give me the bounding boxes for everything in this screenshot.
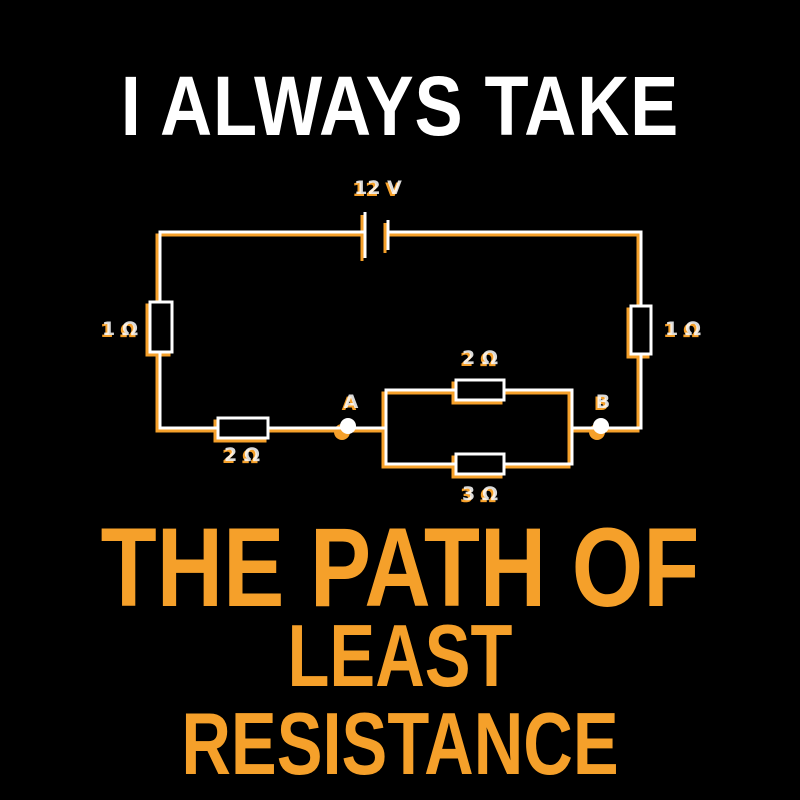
headline-bottom-line2: LEAST RESISTANCE [181,606,619,793]
parallel-bottom-label-highlight: 3 Ω [462,483,498,505]
series-resistor-label-highlight: 2 Ω [224,444,260,466]
node-b-label: B [594,393,608,415]
right-resistor-label-highlight: 1 Ω [665,318,701,340]
resistor-parallel-top [454,378,506,402]
headline-bottom-line1: THE PATH OF [100,505,700,630]
battery-label-shadow: 12 V [352,179,400,201]
resistor-right [629,304,653,356]
node-a-dot [340,418,356,434]
left-resistor-label-highlight: 1 Ω [102,318,138,340]
circuit-wires [148,212,653,476]
right-resistor-label: 1 Ω [663,320,699,342]
parallel-bottom-label: 3 Ω [460,485,496,507]
series-resistor-label: 2 Ω [222,446,258,468]
headline-top: I ALWAYS TAKE [120,59,680,153]
node-a-label: A [342,393,357,415]
node-b-dot [593,418,609,434]
parallel-top-label-highlight: 2 Ω [462,347,498,369]
resistor-parallel-bottom [454,452,506,476]
battery-label-highlight: 12 V [354,177,402,199]
node-a-label-highlight: A [344,391,359,413]
node-b-label-highlight: B [596,391,610,413]
parallel-top-label: 2 Ω [460,349,496,371]
left-resistor-label: 1 Ω [100,320,136,342]
resistor-series [216,416,270,440]
resistor-left [148,300,174,354]
